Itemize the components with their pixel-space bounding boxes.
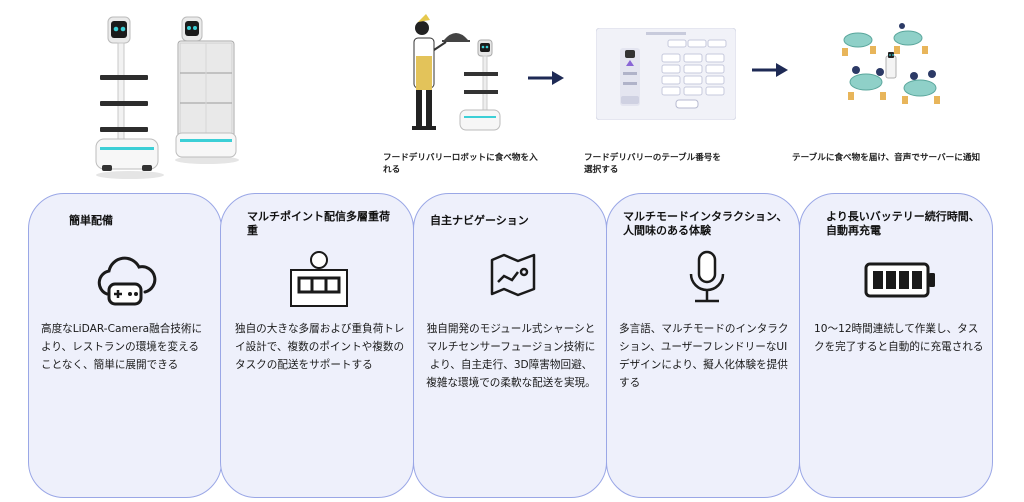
feature-title: マルチモードインタラクション、人間味のある体験 xyxy=(623,210,788,237)
feature-description: 独自の大きな多層および重負荷トレイ設計で、複数のポイントや複数のタスクの配送をサ… xyxy=(235,323,405,371)
arrow-right-icon xyxy=(528,71,564,85)
feature-title: 自主ナビゲーション xyxy=(430,214,529,227)
feature-description: 高度なLiDAR-Camera融合技術により、レストランの環境を変えることなく、… xyxy=(41,323,203,371)
arrow-right-icon xyxy=(752,63,788,77)
restaurant-delivery-illustration xyxy=(842,23,940,104)
feature-description: 独自開発のモジュール式シャーシとマルチセンサーフュージョン技術により、自主走行、… xyxy=(426,323,596,389)
feature-title: マルチポイント配信多層重荷重 xyxy=(247,210,390,237)
feature-card-multipoint: マルチポイント配信多層重荷重 独自の大きな多層および重負荷トレイ設計で、複数のポ… xyxy=(220,193,414,498)
delivery-robot-enclosed-image xyxy=(175,16,239,164)
microphone-icon xyxy=(689,250,725,303)
step-3-caption: テーブルに食べ物を届け、音声でサーバーに通知 xyxy=(792,153,981,163)
delivery-robot-open-image xyxy=(95,16,164,179)
feature-description: 多言語、マルチモードのインタラクション、ユーザーフレンドリーなUIデザインにより… xyxy=(619,323,789,389)
feature-card-navigation: 自主ナビゲーション 独自開発のモジュール式シャーシとマルチセンサーフュージョン技… xyxy=(413,193,607,498)
load-food-illustration xyxy=(412,14,501,131)
feature-card-easy-deploy: 簡単配備 高度なLiDAR-Camera融合技術により、レストランの環境を変える… xyxy=(28,193,222,498)
select-table-screen-illustration xyxy=(596,28,736,120)
battery-full-icon xyxy=(864,262,935,298)
step-2-caption: フードデリバリーのテーブル番号を選択する xyxy=(584,153,721,175)
feature-title: 簡単配備 xyxy=(69,214,113,227)
feature-card-battery: より長いバッテリー続行時間、自動再充電 10～12時間連続して作業し、タスクを完… xyxy=(799,193,993,498)
cloud-gamepad-icon xyxy=(97,256,157,306)
feature-card-interaction: マルチモードインタラクション、人間味のある体験 多言語、マルチモードのインタラク… xyxy=(606,193,800,498)
map-route-icon xyxy=(490,253,536,297)
step-1-caption: フードデリバリーロボットに食べ物を入れる xyxy=(383,153,538,175)
tray-robot-icon xyxy=(290,251,348,307)
feature-description: 10～12時間連続して作業し、タスクを完了すると自動的に充電される xyxy=(814,323,984,353)
feature-title: より長いバッテリー続行時間、自動再充電 xyxy=(826,210,980,237)
